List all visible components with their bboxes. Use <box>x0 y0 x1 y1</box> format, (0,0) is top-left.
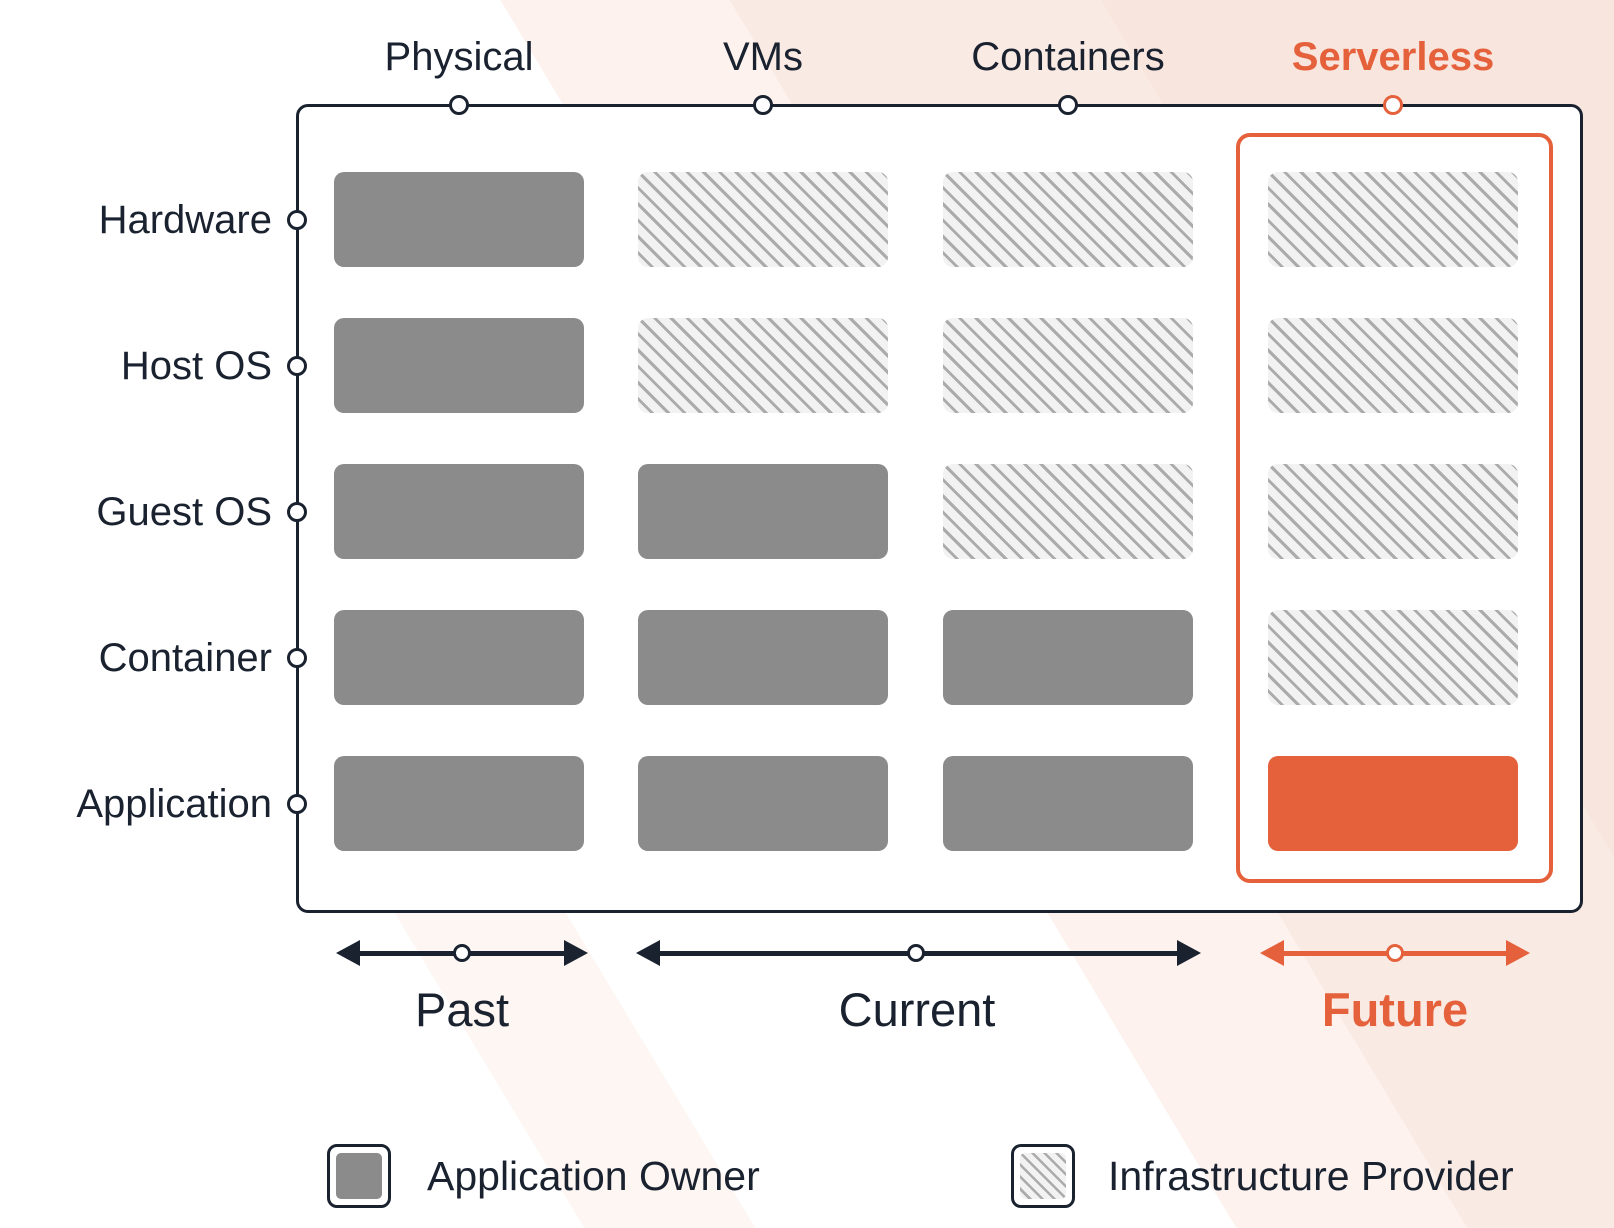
era-label-future: Future <box>1321 983 1469 1036</box>
application-owner-swatch-icon <box>336 1153 382 1199</box>
legend-label-application-owner: Application Owner <box>427 1153 760 1199</box>
grid-cell-physical-hardware <box>334 172 584 267</box>
grid-cell-containers-application <box>943 756 1193 851</box>
row-marker-container <box>287 647 307 668</box>
row-label-application: Application <box>76 782 272 826</box>
arrow-head-right-icon <box>564 940 588 966</box>
row-label-hardware: Hardware <box>98 198 272 242</box>
grid-cell-serverless-host-os <box>1268 318 1518 413</box>
grid-cell-serverless-container <box>1268 610 1518 705</box>
row-marker-application <box>287 793 307 814</box>
legend-label-infrastructure-provider: Infrastructure Provider <box>1108 1153 1514 1199</box>
grid-cell-containers-hardware <box>943 172 1193 267</box>
grid-cell-serverless-hardware <box>1268 172 1518 267</box>
grid-cell-physical-application <box>334 756 584 851</box>
grid-cell-physical-container <box>334 610 584 705</box>
grid-cell-vms-container <box>638 610 888 705</box>
column-marker-physical <box>449 95 469 115</box>
row-marker-host-os <box>287 355 307 376</box>
grid-cell-vms-hardware <box>638 172 888 267</box>
row-marker-guest-os <box>287 501 307 522</box>
row-label-container: Container <box>98 636 272 680</box>
grid-cell-vms-application <box>638 756 888 851</box>
column-header-serverless: Serverless <box>1291 35 1495 79</box>
column-marker-serverless <box>1383 95 1403 115</box>
column-marker-vms <box>753 95 773 115</box>
arrow-midpoint-marker <box>453 944 471 962</box>
row-label-guest-os: Guest OS <box>96 490 272 534</box>
past-arrow <box>336 940 588 966</box>
grid-cell-containers-container <box>943 610 1193 705</box>
column-header-containers: Containers <box>971 35 1165 79</box>
grid-cell-containers-guest-os <box>943 464 1193 559</box>
era-label-past: Past <box>414 983 510 1036</box>
arrow-midpoint-marker <box>907 944 925 962</box>
legend-swatch-application-owner <box>327 1144 391 1208</box>
legend-swatch-infrastructure-provider <box>1011 1144 1075 1208</box>
grid-cell-physical-guest-os <box>334 464 584 559</box>
grid-cell-physical-host-os <box>334 318 584 413</box>
infrastructure-provider-swatch-icon <box>1020 1153 1066 1199</box>
arrow-head-right-icon <box>1177 940 1201 966</box>
current-arrow <box>636 940 1201 966</box>
column-header-vms: VMs <box>723 35 803 79</box>
arrow-head-right-icon <box>1506 940 1530 966</box>
column-marker-containers <box>1058 95 1078 115</box>
era-label-current: Current <box>838 983 996 1036</box>
column-header-physical: Physical <box>384 35 534 79</box>
grid-cell-serverless-guest-os <box>1268 464 1518 559</box>
arrow-midpoint-marker <box>1386 944 1404 962</box>
row-label-host-os: Host OS <box>120 344 272 388</box>
grid-cell-vms-host-os <box>638 318 888 413</box>
grid-cell-serverless-application <box>1268 756 1518 851</box>
grid-cell-vms-guest-os <box>638 464 888 559</box>
row-marker-hardware <box>287 209 307 230</box>
future-arrow <box>1260 940 1530 966</box>
grid-cell-containers-host-os <box>943 318 1193 413</box>
